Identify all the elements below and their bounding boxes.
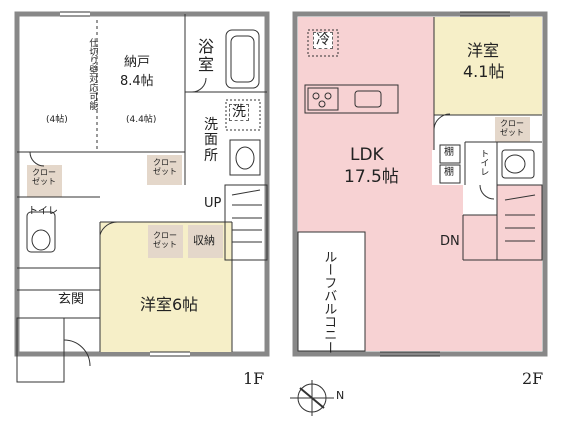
floor2-label: 2F (522, 369, 544, 388)
storage-left-size: (4帖) (46, 115, 68, 125)
floor1-plan (14, 11, 270, 383)
bathroom-label: 浴室 (197, 37, 214, 74)
storage-partition-note: 仕切り壁対応可能 (87, 38, 98, 110)
closet-label-2f: クローゼット (500, 119, 524, 138)
stairs-down-label: DN (440, 234, 460, 249)
washroom-label: 洗面所 (204, 117, 218, 164)
floor1-label: 1F (243, 369, 265, 388)
roof-balcony-label: ルーフバルコニー (321, 250, 337, 354)
stairs-up-label: UP (204, 196, 222, 211)
entrance-label: 玄関 (58, 292, 85, 307)
ldk-size: 17.5帖 (344, 167, 399, 187)
compass-north-label: N (336, 389, 345, 402)
shelf-label-2: 棚 (444, 167, 454, 178)
floor2-ldk-area (298, 17, 542, 351)
washer-label: 洗 (229, 104, 249, 122)
ldk-name: LDK (350, 145, 384, 165)
compass-icon (290, 380, 334, 416)
western-room-2f-size: 4.1帖 (463, 62, 505, 81)
storage-small-label: 収納 (193, 234, 215, 247)
storage-room-name: 納戸 (124, 55, 151, 70)
closet-label-left: クローゼット (32, 168, 56, 187)
western-room-2f-name: 洋室 (467, 41, 500, 60)
toilet-label-2f: トイレ (478, 149, 489, 176)
closet-label-storage: クローゼット (153, 158, 177, 177)
floor2-western-room-area (434, 17, 542, 115)
closet-label-western: クローゼット (153, 231, 177, 250)
storage-right-size: (4.4帖) (126, 115, 157, 125)
floor2-plan (292, 11, 548, 357)
toilet-label-1f: トイレ (28, 206, 58, 217)
fridge-label: 冷 (313, 32, 333, 50)
western-room-6-label: 洋室6帖 (140, 295, 199, 314)
shelf-label-1: 棚 (444, 147, 454, 158)
storage-room-size: 8.4帖 (120, 74, 154, 89)
